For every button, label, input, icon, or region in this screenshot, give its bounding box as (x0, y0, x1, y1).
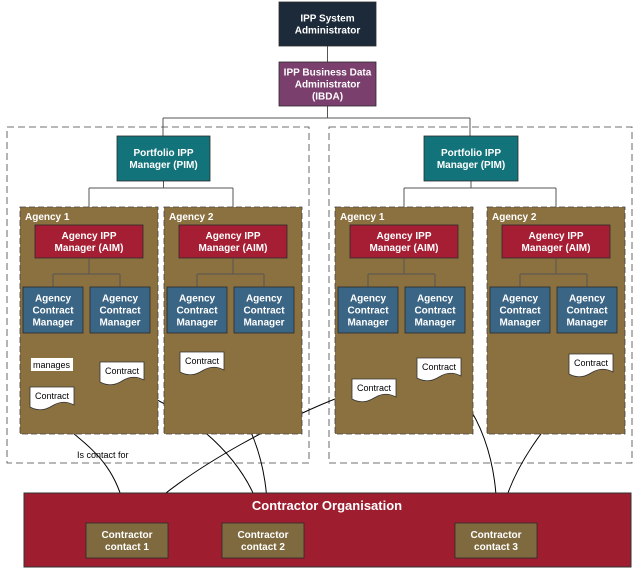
connector-line (162, 106, 471, 136)
agency-contract-manager-box-label: Agency (417, 294, 454, 305)
contractor-contact-box-label: contact 3 (474, 542, 518, 553)
contract-document (179, 351, 225, 376)
contract-document (351, 378, 397, 403)
connector-line (403, 181, 557, 207)
agency-contract-manager-box-label: Agency (246, 294, 283, 305)
agency-contract-manager-box-label: Manager (566, 318, 607, 329)
contract-document (416, 357, 462, 382)
contract-label: Contract (422, 362, 457, 372)
agency-contract-manager-box (556, 286, 618, 334)
aim-box-label: Agency IPP (528, 231, 583, 242)
agency-contract-manager-box-label: Contract (414, 306, 456, 317)
agency-contract-manager-box (166, 286, 228, 334)
pim-box-label: Portfolio IPP (441, 148, 501, 159)
aim-box-label: Agency IPP (205, 231, 260, 242)
agency-contract-manager-box-label: Manager (347, 318, 388, 329)
contract-document (99, 361, 145, 386)
agency-contract-manager-box (337, 286, 399, 334)
agency-contract-manager-box-label: Contract (347, 306, 389, 317)
ibda-box-label: IPP Business Data (284, 68, 372, 79)
agency-contract-manager-box-label: Manager (176, 318, 217, 329)
contract-label: Contract (185, 356, 220, 366)
agency-contract-manager-box-label: Contract (499, 306, 541, 317)
pim-box (423, 135, 519, 182)
agency-contract-manager-box-label: Contract (566, 306, 608, 317)
agency-contract-manager-box-label: Agency (179, 294, 216, 305)
ibda-box (278, 61, 377, 107)
contractor-contact-box (221, 522, 305, 559)
agency-label: Agency 1 (340, 212, 385, 223)
agency-contract-manager-box-label: Agency (35, 294, 72, 305)
agency-contract-manager-box-label: Contract (99, 306, 141, 317)
agency-contract-manager-box-label: Contract (243, 306, 285, 317)
ibda-box-label: Administrator (295, 80, 361, 91)
agency-contract-manager-box-label: Contract (32, 306, 74, 317)
agency-contract-manager-box (22, 286, 84, 334)
connector-line (52, 258, 121, 287)
agency-contract-manager-box (404, 286, 466, 334)
agency-label: Agency 1 (25, 212, 70, 223)
aim-box-label: Agency IPP (376, 231, 431, 242)
ipp-system-administrator-box (278, 1, 377, 47)
pim-box (116, 135, 211, 182)
agency-contract-manager-box-label: Manager (499, 318, 540, 329)
aim-box-label: Manager (AIM) (522, 243, 591, 254)
agency-contract-manager-box (233, 286, 295, 334)
agency-contract-manager-box-label: Agency (350, 294, 387, 305)
manages-annotation: manages (33, 360, 71, 370)
connector-line (367, 258, 436, 287)
agency-contract-manager-box-label: Contract (176, 306, 218, 317)
agency-contract-manager-box-label: Manager (99, 318, 140, 329)
agency-contract-manager-box-label: Agency (502, 294, 539, 305)
aim-box (178, 224, 288, 259)
contractor-contact-box-label: contact 2 (241, 542, 285, 553)
connector-line (519, 258, 588, 287)
agency-contract-manager-box (89, 286, 151, 334)
agency-contract-manager-box-label: Agency (569, 294, 606, 305)
contractor-contact-box-label: Contractor (470, 530, 521, 541)
pim-box-label: Portfolio IPP (134, 148, 194, 159)
agency-contract-manager-box-label: Manager (414, 318, 455, 329)
aim-box (34, 224, 144, 259)
contract-label: Contract (357, 383, 392, 393)
is-contact-for-annotation: Is contact for (77, 450, 129, 460)
aim-box-label: Manager (AIM) (199, 243, 268, 254)
contract-label: Contract (35, 391, 70, 401)
ibda-box-label: (IBDA) (312, 92, 343, 103)
connector-line (196, 258, 265, 287)
pim-box-label: Manager (PIM) (437, 160, 505, 171)
contractor-contact-box (85, 522, 169, 559)
contractor-contact-box-label: Contractor (237, 530, 288, 541)
aim-box-label: Agency IPP (61, 231, 116, 242)
aim-box (501, 224, 611, 259)
ipp-system-administrator-box-label: IPP System (300, 14, 354, 25)
agency-contract-manager-box (489, 286, 551, 334)
agency-contract-manager-box-label: Agency (102, 294, 139, 305)
contractor-contact-box (454, 522, 538, 559)
agency-label: Agency 2 (492, 212, 537, 223)
aim-box (349, 224, 459, 259)
ipp-system-administrator-box-label: Administrator (295, 26, 361, 37)
aim-box-label: Manager (AIM) (370, 243, 439, 254)
contractor-contact-box-label: Contractor (101, 530, 152, 541)
contract-label: Contract (574, 358, 609, 368)
pim-box-label: Manager (PIM) (129, 160, 197, 171)
manages-label-bg (31, 358, 73, 371)
agency-contract-manager-box-label: Manager (32, 318, 73, 329)
connector-line (88, 181, 234, 207)
agency-label: Agency 2 (169, 212, 214, 223)
contract-document (29, 386, 75, 411)
contract-document (568, 353, 614, 378)
contractor-contact-box-label: contact 1 (105, 542, 149, 553)
contract-label: Contract (105, 366, 140, 376)
contractor-organisation-title: Contractor Organisation (252, 498, 402, 513)
aim-box-label: Manager (AIM) (55, 243, 124, 254)
agency-contract-manager-box-label: Manager (243, 318, 284, 329)
